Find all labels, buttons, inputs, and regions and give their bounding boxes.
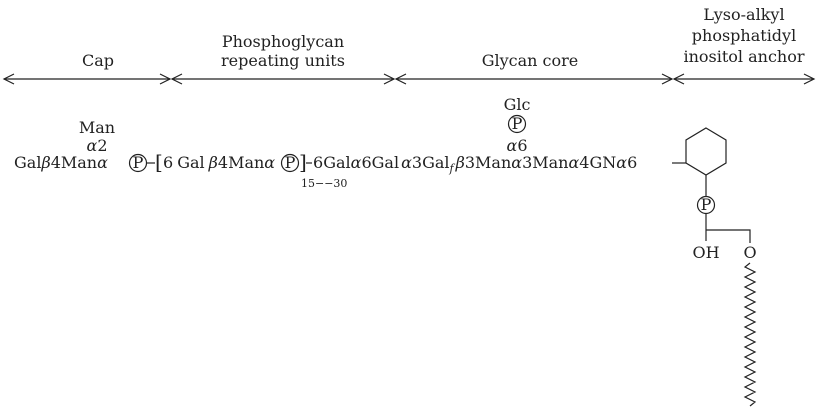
phosphate-circle (507, 114, 527, 134)
arrow-anchor (672, 73, 816, 85)
branch-glc-phosphate: P (512, 114, 523, 133)
repeat-close-bracket: ] (299, 150, 307, 174)
branch-man-linkage: α2 (87, 136, 108, 155)
header-anchor-line2: phosphatidyl (692, 26, 796, 45)
repeat-open-bracket: [ (155, 150, 163, 174)
arrow-phosphoglycan (170, 73, 396, 85)
branch-man-sugar: Man (79, 118, 115, 137)
header-phosphoglycan-line2: repeating units (221, 51, 345, 70)
inositol-ring (685, 127, 727, 176)
arrow-cap (2, 73, 172, 85)
header-phosphoglycan-line1: Phosphoglycan (222, 32, 344, 51)
alkyl-chain-zigzag (743, 262, 757, 407)
header-cap: Cap (82, 51, 114, 70)
phosphate-circle (696, 195, 716, 215)
man-branch: Man α2 (79, 118, 115, 155)
repeat-phosphate: P (285, 153, 296, 172)
cap-segment: Galβ4Manα (14, 153, 108, 172)
branch-glc-linkage: α6 (507, 136, 528, 155)
anchor-phosphate: P (701, 195, 712, 214)
phosphate-circle (128, 153, 148, 173)
glc-branch: Glc P α6 (504, 95, 531, 155)
arrow-glycan-core (394, 73, 674, 85)
phosphate-circle (280, 153, 300, 173)
header-anchor-line3: inositol anchor (683, 47, 804, 66)
header-glycan-core: Glycan core (482, 51, 579, 70)
anchor-ether-oxygen: O (743, 243, 756, 262)
header-anchor-line1: Lyso-alkyl (703, 5, 784, 24)
repeat-count-subscript: 15−−30 (301, 177, 347, 190)
section-arrows (2, 73, 816, 85)
branch-glc-sugar: Glc (504, 95, 531, 114)
glycerol-backbone (706, 229, 751, 243)
anchor-hydroxyl: OH (692, 243, 719, 262)
cap-phosphate: P (133, 153, 144, 172)
